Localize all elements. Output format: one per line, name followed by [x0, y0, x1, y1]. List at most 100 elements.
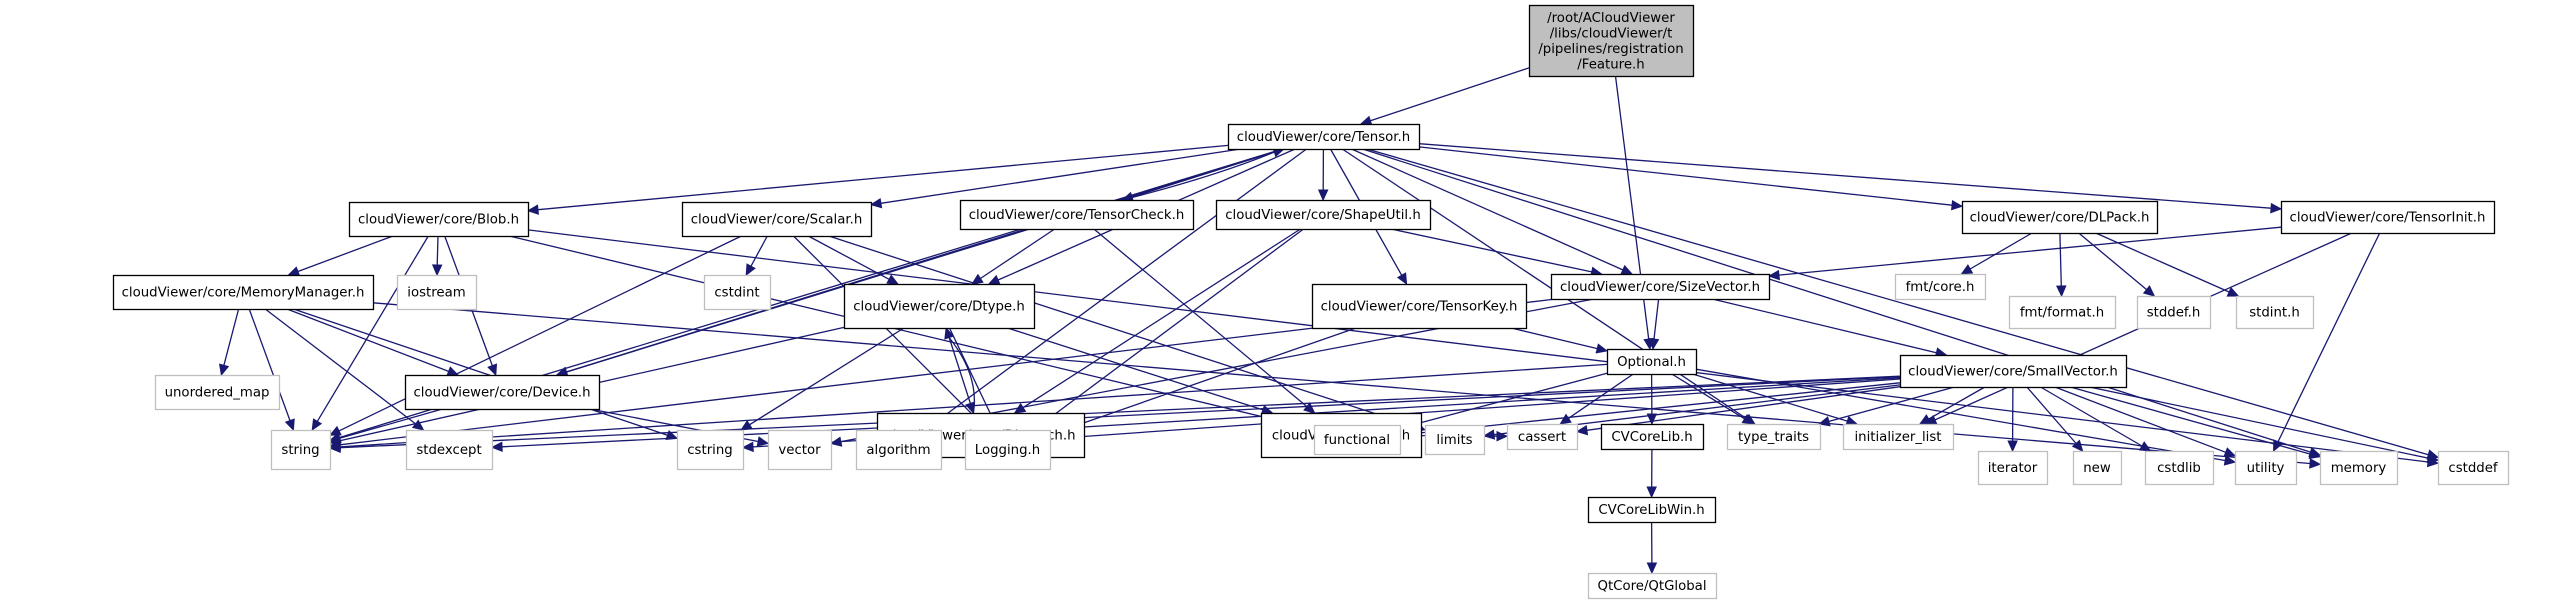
node-box-scalar — [681, 201, 873, 238]
node-box-initializerlist — [1842, 423, 1955, 451]
edge-dtype-to-cstring — [749, 327, 905, 426]
node-tensor[interactable]: cloudViewer/core/Tensor.h — [1227, 123, 1421, 151]
node-tensorkey[interactable]: cloudViewer/core/TensorKey.h — [1311, 283, 1528, 330]
node-label-stddefh: stddef.h — [2147, 306, 2201, 321]
node-string: string — [270, 429, 332, 471]
nodes-layer: /root/ACloudViewer/libs/cloudViewer/t/pi… — [112, 4, 2510, 600]
arrowhead-smallvector-to-iterator — [2007, 440, 2018, 453]
arrowhead-optional-to-cassert — [1559, 413, 1572, 425]
node-cvcorelib[interactable]: CVCoreLib.h — [1600, 423, 1705, 451]
edge-memorymanager-to-string — [248, 308, 291, 421]
edge-scalar-to-dtype — [807, 235, 890, 280]
arrowhead-tensor-to-blob — [526, 204, 539, 215]
node-iostream: iostream — [396, 274, 478, 311]
node-cvcorelibwin[interactable]: CVCoreLibWin.h — [1587, 496, 1717, 524]
edge-device-to-string — [339, 408, 443, 439]
node-label-memory: memory — [2331, 461, 2387, 476]
arrowhead-cvcorelibwin-to-qtglobal — [1646, 562, 1658, 575]
node-limits: limits — [1424, 424, 1486, 456]
arrowhead-blob-to-device — [487, 363, 498, 377]
node-dtype[interactable]: cloudViewer/core/Dtype.h — [843, 283, 1036, 330]
edge-smallvector-to-cstddef — [2089, 386, 2429, 459]
arrowhead-smallvector-to-cstring — [741, 441, 754, 453]
node-label-cstddef: cstddef — [2448, 461, 2498, 476]
edge-tensorcheck-to-macro — [1093, 228, 1308, 408]
node-fmtcore: fmt/core.h — [1894, 273, 1987, 301]
edge-tensor-to-cstddef — [1366, 148, 2429, 456]
node-scalar[interactable]: cloudViewer/core/Scalar.h — [681, 201, 873, 238]
node-dlpack[interactable]: cloudViewer/core/DLPack.h — [1961, 200, 2159, 235]
edge-scalar-to-cstdint — [750, 235, 768, 267]
edge-blob-to-iostream — [436, 235, 439, 266]
arrowhead-device-to-string — [328, 433, 342, 444]
node-box-utility — [2234, 450, 2298, 486]
node-tensorinit[interactable]: cloudViewer/core/TensorInit.h — [2280, 200, 2496, 235]
node-box-fmtcore — [1894, 273, 1987, 301]
node-smallvector[interactable]: cloudViewer/core/SmallVector.h — [1899, 354, 2128, 389]
node-cstdlib: cstdlib — [2144, 450, 2215, 486]
node-box-stdinth — [2235, 295, 2315, 330]
node-label-feature: /root/ACloudViewer — [1547, 11, 1675, 26]
arrowhead-feature-to-tensor — [1359, 115, 1373, 126]
edge-dtype-to-macro — [1007, 327, 1264, 411]
node-box-cstring — [676, 429, 745, 471]
node-functional: functional — [1313, 424, 1402, 456]
node-box-unorderedmap — [154, 374, 281, 411]
node-feature[interactable]: /root/ACloudViewer/libs/cloudViewer/t/pi… — [1528, 4, 1695, 78]
node-box-cvcorelibwin — [1587, 496, 1717, 524]
node-shapeutil[interactable]: cloudViewer/core/ShapeUtil.h — [1215, 199, 1432, 231]
node-label-new: new — [2083, 461, 2111, 476]
node-label-fmtcore: fmt/core.h — [1906, 280, 1975, 295]
arrowhead-tensorkey-to-optional — [1595, 343, 1609, 354]
node-cstring: cstring — [676, 429, 745, 471]
arrowhead-tensor-to-tensorinit — [2270, 202, 2283, 214]
node-box-new — [2072, 450, 2123, 486]
node-stdinth: stdint.h — [2235, 295, 2315, 330]
arrowhead-tensorcheck-to-dtype — [971, 273, 984, 285]
node-label-sizevector: cloudViewer/core/SizeVector.h — [1560, 280, 1760, 295]
node-box-stdexcept — [405, 429, 494, 471]
arrowhead-dlpack-to-fmtcore — [1960, 264, 1974, 275]
arrowhead-cvcorelib-to-cvcorelibwin — [1646, 486, 1657, 499]
arrowhead-tensor-to-dlpack — [1951, 199, 1964, 211]
arrowhead-tensor-to-scalar — [869, 197, 883, 209]
node-memorymanager[interactable]: cloudViewer/core/MemoryManager.h — [112, 274, 375, 311]
node-device[interactable]: cloudViewer/core/Device.h — [404, 374, 601, 411]
node-label-cstdlib: cstdlib — [2157, 461, 2201, 476]
edge-smallvector-to-utility — [2054, 386, 2226, 453]
arrowhead-optional-to-utility — [2223, 455, 2237, 466]
node-box-iostream — [396, 274, 478, 311]
node-label-optional: Optional.h — [1617, 355, 1686, 370]
node-box-tensor — [1227, 123, 1421, 151]
node-tensorcheck[interactable]: cloudViewer/core/TensorCheck.h — [959, 199, 1195, 231]
node-optional[interactable]: Optional.h — [1606, 348, 1698, 376]
node-iterator: iterator — [1977, 450, 2049, 486]
edge-tensor-to-tensorinit — [1418, 143, 2272, 209]
node-box-blob — [348, 201, 530, 238]
node-label-fmtformat: fmt/format.h — [2020, 306, 2104, 321]
edge-dlpack-to-fmtformat — [2059, 232, 2062, 287]
arrowhead-smallvector-to-cassert — [1575, 424, 1589, 436]
node-box-dtype — [843, 283, 1036, 330]
arrowhead-smallvector-to-memory — [2308, 448, 2322, 460]
node-label-cassert: cassert — [1518, 430, 1566, 445]
node-box-device — [404, 374, 601, 411]
node-box-functional — [1313, 424, 1402, 456]
node-sizevector[interactable]: cloudViewer/core/SizeVector.h — [1550, 273, 1771, 301]
edge-smallvector-to-cassert — [1586, 386, 1901, 431]
edge-smallvector-to-memory — [2070, 386, 2311, 455]
arrowhead-dispatch-to-dtype — [944, 326, 955, 340]
node-box-string — [270, 429, 332, 471]
arrowhead-blob-to-memorymanager — [287, 266, 301, 277]
node-box-tensorinit — [2280, 200, 2496, 235]
arrowhead-tensorcheck-to-macro — [1303, 402, 1316, 414]
node-box-cvcorelib — [1600, 423, 1705, 451]
node-label-feature: /libs/cloudViewer/t — [1550, 26, 1673, 41]
node-box-vector — [767, 429, 833, 471]
node-label-tensorkey: cloudViewer/core/TensorKey.h — [1321, 300, 1518, 315]
edge-smallvector-to-initializerlist — [1928, 386, 1986, 420]
node-blob[interactable]: cloudViewer/core/Blob.h — [348, 201, 530, 238]
edge-blob-to-memorymanager — [297, 235, 394, 273]
arrowhead-tensorinit-to-sizevector — [1767, 269, 1780, 281]
